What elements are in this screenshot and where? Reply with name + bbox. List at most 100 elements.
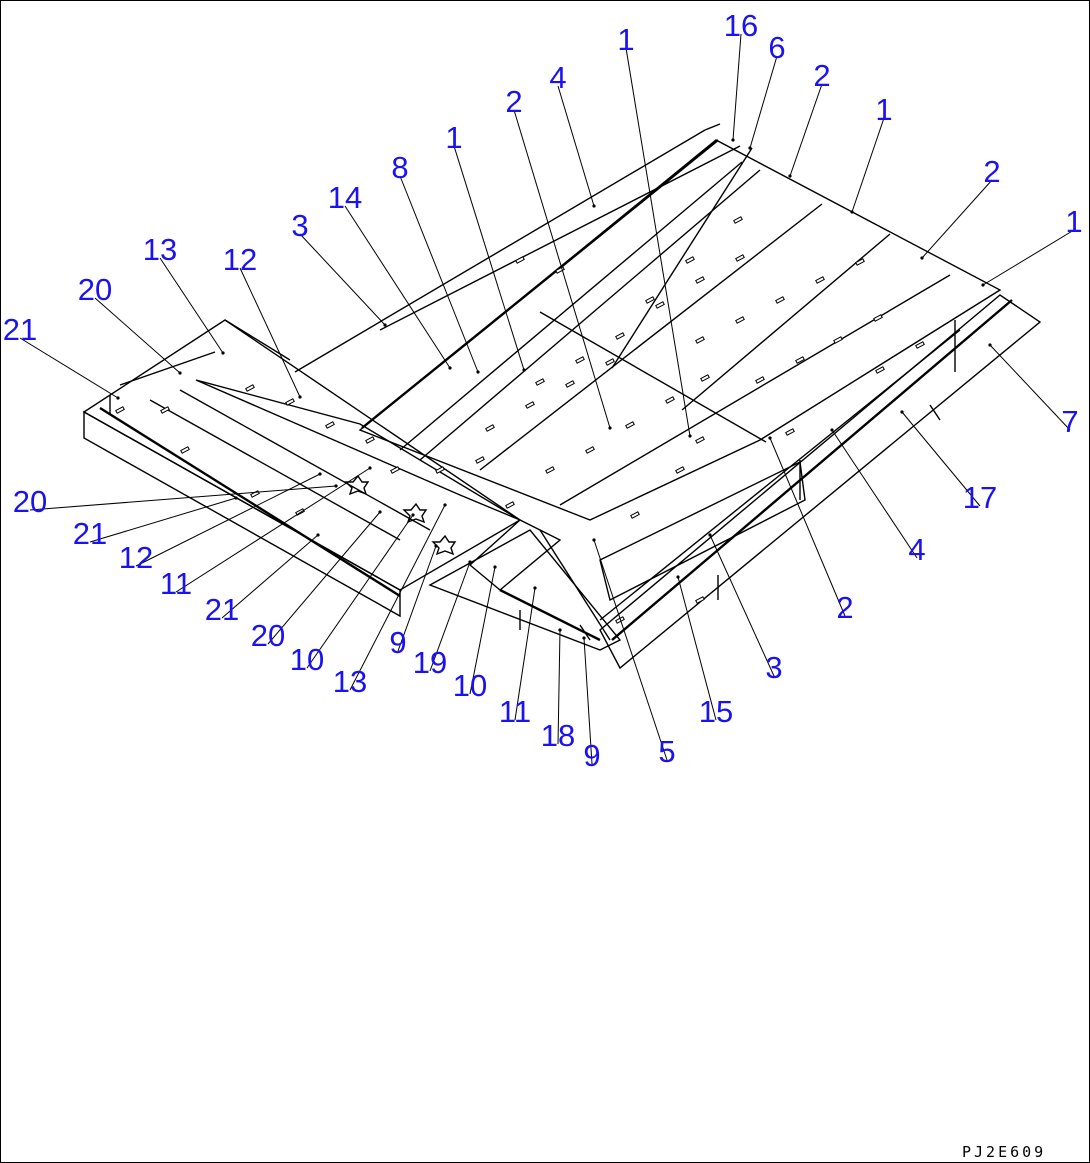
leader-line-11 — [514, 587, 536, 721]
bolt-slot — [695, 276, 705, 284]
callout-label-4: 4 — [908, 532, 925, 567]
leader-end-18 — [558, 628, 562, 632]
leader-end-11 — [533, 586, 537, 590]
bolt-slot — [733, 216, 743, 224]
leader-end-15 — [676, 575, 680, 579]
leader-line-3 — [709, 534, 775, 677]
bolt-slot — [785, 428, 795, 436]
callout-label-12: 12 — [223, 242, 257, 277]
leader-line-19 — [429, 561, 471, 672]
leader-end-12 — [298, 395, 302, 399]
step-bracket — [468, 519, 562, 591]
floor-plate-top — [358, 139, 1002, 521]
leader-line-21 — [19, 337, 119, 399]
leader-line-12 — [239, 267, 301, 398]
leader-line-11 — [175, 467, 371, 593]
callout-label-12: 12 — [119, 540, 153, 575]
callout-label-9: 9 — [583, 738, 600, 773]
leader-end-10 — [493, 565, 497, 569]
bolt-slot — [655, 301, 665, 309]
bolt-slot — [735, 316, 745, 324]
plate-seam-4 — [681, 233, 891, 411]
callout-label-10: 10 — [453, 668, 487, 703]
callout-label-16: 16 — [724, 8, 758, 43]
leader-line-13 — [349, 504, 446, 691]
callout-label-2: 2 — [813, 58, 830, 93]
leader-line-18 — [557, 629, 561, 745]
rear-wall-top — [379, 145, 741, 331]
leader-end-4 — [830, 428, 834, 432]
bolt-slot — [515, 256, 525, 264]
bolt-slot — [485, 424, 495, 432]
leader-end-13 — [221, 351, 225, 355]
rear-wall-outer — [294, 129, 706, 373]
callout-label-5: 5 — [658, 734, 675, 769]
plate-seam-6 — [399, 161, 743, 451]
leader-end-20 — [178, 371, 182, 375]
left-end-plate — [119, 351, 216, 386]
bolt-slot — [795, 356, 805, 364]
leader-line-10 — [469, 566, 496, 695]
callout-label-20: 20 — [13, 484, 47, 519]
bolt-slot — [535, 378, 545, 386]
leader-line-5 — [593, 539, 668, 761]
leader-end-20 — [378, 510, 382, 514]
bolt-slot — [833, 336, 843, 344]
bolt-slot — [695, 336, 705, 344]
leader-end-1 — [522, 368, 526, 372]
callout-label-3: 3 — [291, 208, 308, 243]
leader-end-2 — [608, 426, 612, 430]
callout-label-11: 11 — [160, 566, 192, 601]
bolt-slot — [645, 296, 655, 304]
leader-end-4 — [592, 204, 596, 208]
leader-line-8 — [399, 175, 479, 373]
callout-label-3: 3 — [765, 650, 782, 685]
bolt-slot — [605, 358, 615, 366]
bolt-slot — [873, 314, 883, 322]
plate-seam-2 — [479, 203, 823, 471]
leader-end-7 — [988, 343, 992, 347]
callout-label-6: 6 — [768, 30, 785, 65]
bolt-slot — [525, 401, 535, 409]
leader-end-11 — [368, 466, 372, 470]
leader-line-14 — [344, 205, 451, 369]
leader-line-2 — [513, 109, 611, 429]
bolt-slot — [675, 466, 685, 474]
leader-end-1 — [850, 210, 854, 214]
bolt-slot — [625, 421, 635, 429]
callout-label-15: 15 — [699, 694, 733, 729]
leader-end-16 — [731, 138, 735, 142]
leader-end-12 — [318, 472, 322, 476]
leader-end-10 — [411, 513, 415, 517]
callout-label-10: 10 — [290, 642, 324, 677]
leader-line-1 — [851, 117, 885, 213]
callout-label-13: 13 — [333, 664, 367, 699]
right-lower-panel — [599, 460, 806, 602]
callout-label-1: 1 — [617, 22, 634, 57]
callout-label-14: 14 — [328, 180, 362, 215]
bolt-slot — [285, 398, 295, 406]
front-deck-seam-2 — [179, 389, 431, 531]
leader-line-1 — [453, 145, 525, 371]
leader-line-3 — [299, 233, 386, 326]
callout-label-1: 1 — [445, 120, 462, 155]
leader-line-9 — [583, 637, 593, 765]
bolt-slot — [565, 380, 575, 388]
bolt-slot — [665, 396, 675, 404]
leader-line-16 — [732, 33, 742, 141]
leader-line-20 — [267, 511, 381, 645]
bolt-slot — [815, 276, 825, 284]
leader-end-8 — [476, 370, 480, 374]
bolt-slot — [695, 596, 705, 604]
leader-end-1 — [688, 434, 692, 438]
leader-end-20 — [334, 484, 338, 488]
plate-seam-7 — [419, 169, 761, 461]
right-wall-rail — [611, 299, 1013, 641]
leader-line-4 — [831, 429, 918, 559]
bolt-slot — [545, 466, 555, 474]
bolt-slot — [505, 501, 515, 509]
rear-wall-cap — [704, 123, 721, 131]
callout-label-1: 1 — [875, 92, 892, 127]
callout-label-19: 19 — [413, 645, 447, 680]
